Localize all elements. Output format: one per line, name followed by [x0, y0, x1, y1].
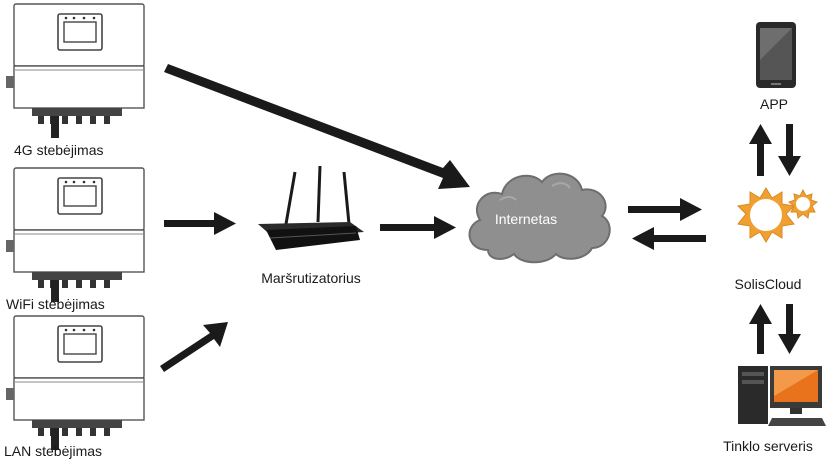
router-label: Maršrutizatorius [261, 270, 361, 286]
inverter-lan [5, 315, 145, 451]
internet-cloud-label: Internetas [494, 211, 558, 227]
internet-cloud-icon [468, 172, 611, 264]
phone-icon [756, 22, 796, 88]
router-icon [258, 165, 364, 250]
app-label: APP [759, 96, 789, 112]
inverter-4g-label: 4G stebėjimas [14, 142, 104, 158]
arrow-soliscloud-to-internet [632, 227, 706, 250]
arrow-soliscloud-to-server [778, 304, 801, 354]
soliscloud-logo-icon [736, 187, 819, 243]
arrow-app-to-soliscloud [778, 124, 801, 176]
arrow-router-to-internet [380, 216, 456, 239]
inverter-wifi [5, 167, 145, 303]
arrow-soliscloud-to-app [749, 124, 772, 176]
arrow-4g-to-internet [164, 64, 470, 189]
server-computer-icon [738, 366, 826, 426]
inverter-wifi-label: WiFi stebėjimas [6, 296, 105, 312]
inverter-4g [5, 3, 145, 139]
arrow-internet-to-soliscloud [628, 198, 702, 221]
soliscloud-label: SolisCloud [734, 276, 802, 292]
arrow-wifi-to-router [164, 212, 236, 235]
inverter-lan-label: LAN stebėjimas [4, 443, 103, 459]
arrow-lan-to-router [160, 322, 228, 372]
server-label: Tinklo serveris [723, 438, 813, 454]
arrow-server-to-soliscloud [749, 304, 772, 354]
